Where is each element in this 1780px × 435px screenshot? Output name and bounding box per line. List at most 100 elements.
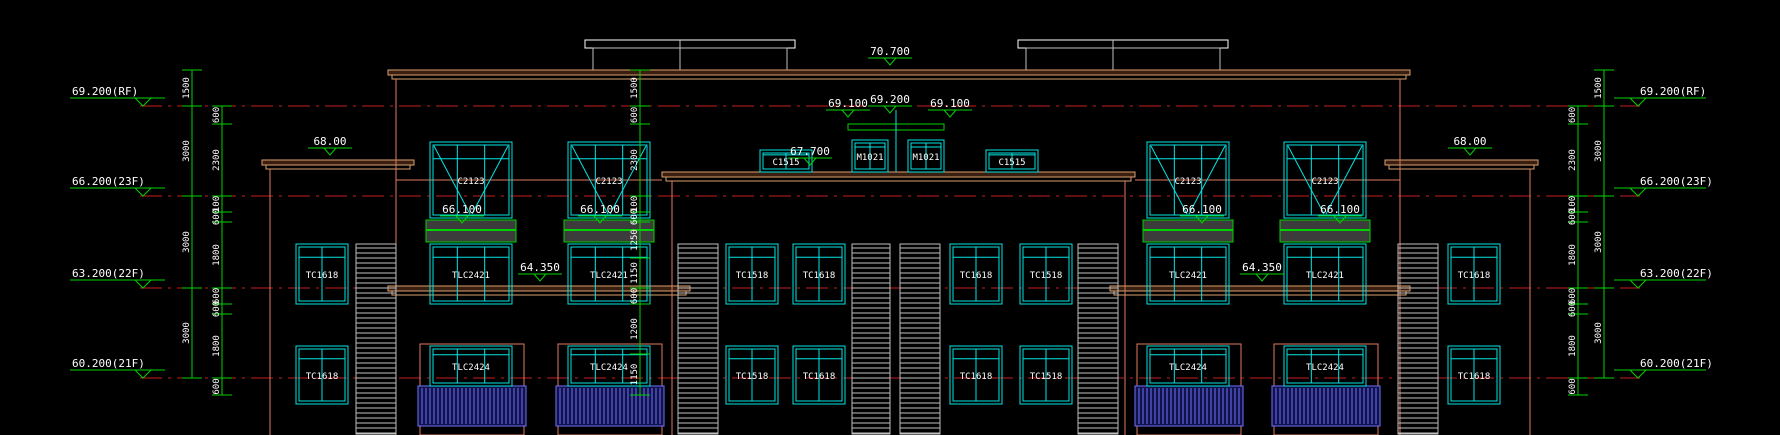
elevation-label: 66.100	[1320, 203, 1360, 216]
window-tag: TLC2421	[1169, 271, 1207, 281]
window-frame	[295, 345, 349, 405]
railing	[417, 385, 527, 427]
shutter	[1077, 243, 1119, 435]
window: TC1518	[725, 243, 779, 305]
window-tag: TC1518	[1030, 271, 1063, 281]
dim-left-inner-label: 2300	[212, 149, 222, 171]
railing-frame	[1134, 385, 1244, 427]
dim-center-label: 1150	[630, 262, 640, 284]
window-frame	[1283, 141, 1367, 219]
window: TC1518	[1019, 345, 1073, 405]
dim-center-label: 600	[630, 288, 640, 304]
dim-center-label: 1250	[630, 229, 640, 251]
elevation-label: 67.700	[790, 145, 830, 158]
elev-triangle	[943, 109, 957, 118]
level-triangle	[134, 187, 152, 197]
window-tag: C1515	[772, 158, 799, 168]
dim-center-label: 600	[630, 209, 640, 225]
window-frame	[1447, 345, 1501, 405]
dim-left-outer-label: 3000	[182, 140, 192, 162]
dim-right-inner-label: 1800	[1568, 244, 1578, 266]
window: C1515	[985, 149, 1039, 173]
window-group: C2123TLC2421C2123TLC2421C2123TLC2421C212…	[295, 139, 1501, 405]
roof-cap	[1017, 39, 1229, 49]
elev-triangle	[1195, 215, 1209, 224]
window: TC1618	[1447, 345, 1501, 405]
shutter-frame	[355, 243, 397, 435]
window-frame	[429, 141, 513, 219]
window-swing	[433, 145, 509, 215]
window: M1021	[907, 139, 945, 173]
level-triangle	[1629, 279, 1647, 289]
dim-center-label: 2300	[630, 149, 640, 171]
level-triangle	[134, 369, 152, 379]
dim-right-inner-label: 2300	[1568, 149, 1578, 171]
window: TLC2424	[429, 345, 513, 387]
window: C2123	[429, 141, 513, 219]
window: C2123	[567, 141, 651, 219]
window-tag: TC1618	[306, 271, 339, 281]
dim-left-inner-label: 600	[212, 301, 222, 317]
window: TLC2424	[1283, 345, 1367, 387]
center-cornice	[661, 171, 1136, 178]
elevation-label: 69.200	[870, 93, 910, 106]
window-tag: TC1618	[960, 372, 993, 382]
dim-left-inner-label: 100	[212, 196, 222, 212]
level-label-right: 63.200(22F)	[1640, 267, 1713, 280]
window-tag: TC1618	[803, 372, 836, 382]
window-frame	[295, 243, 349, 305]
window-frame	[567, 141, 651, 219]
dim-center-label: 100	[630, 196, 640, 212]
elev-triangle	[803, 157, 817, 166]
window-frame	[792, 243, 846, 305]
window: C2123	[1146, 141, 1230, 219]
window: TLC2424	[1146, 345, 1230, 387]
window-frame	[429, 243, 513, 305]
window-frame	[567, 345, 651, 387]
shutter-frame	[1077, 243, 1119, 435]
shutter	[1397, 243, 1439, 435]
dim-right-inner-label: 600	[1568, 107, 1578, 123]
window-inner	[1286, 246, 1364, 302]
elev-triangle	[533, 273, 547, 282]
elevation-label: 68.00	[1453, 135, 1486, 148]
window-frame	[907, 139, 945, 173]
window: TC1618	[295, 345, 349, 405]
dim-left-inner-label: 1800	[212, 244, 222, 266]
level-label-left: 66.200(23F)	[72, 175, 145, 188]
elev-triangle	[1463, 147, 1477, 156]
shutter	[851, 243, 891, 435]
dim-left-inner-label: 600	[212, 288, 222, 304]
annotation-group: 69.200(RF)69.200(RF)66.200(23F)66.200(23…	[72, 45, 1713, 395]
building-elevation	[261, 39, 1539, 435]
left-bay-cornice-sub	[391, 290, 687, 296]
window: TC1618	[949, 345, 1003, 405]
window-inner	[570, 144, 648, 216]
dim-left-outer-label: 3000	[182, 322, 192, 344]
window-frame	[949, 243, 1003, 305]
window-frame	[759, 149, 813, 173]
window-inner	[432, 246, 510, 302]
window: TLC2421	[1146, 243, 1230, 305]
window-tag: TC1518	[1030, 372, 1063, 382]
window-inner	[432, 348, 510, 384]
dim-right-outer-label: 1500	[1594, 77, 1604, 99]
center-cornice-sub	[665, 176, 1132, 182]
window-tag: TLC2421	[452, 271, 490, 281]
right-cornice	[1384, 159, 1539, 166]
window-tag: TLC2424	[590, 363, 628, 373]
window-tag: TC1618	[1458, 372, 1491, 382]
window-inner	[570, 348, 648, 384]
railing	[555, 385, 665, 427]
window-tag: C2123	[457, 177, 484, 187]
window-swing	[1150, 145, 1226, 215]
level-triangle	[134, 97, 152, 107]
dim-right-inner-label: 600	[1568, 288, 1578, 304]
window-tag: TLC2424	[1169, 363, 1207, 373]
railing	[1271, 385, 1381, 427]
right-cornice-sub	[1388, 164, 1535, 170]
window-frame	[851, 139, 889, 173]
window-tag: TC1518	[736, 271, 769, 281]
dim-center-label: 600	[630, 107, 640, 123]
window: C2123	[1283, 141, 1367, 219]
